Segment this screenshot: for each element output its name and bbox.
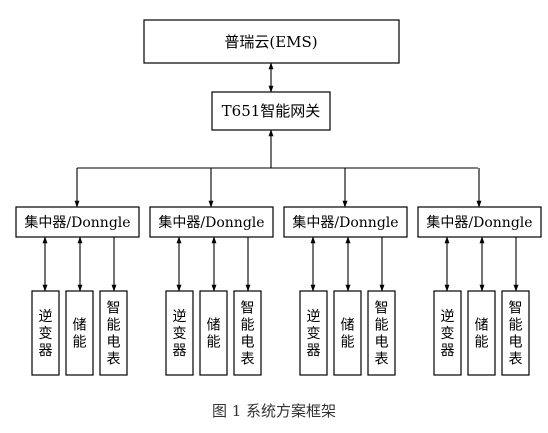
device-box	[31, 290, 60, 376]
device-box	[299, 290, 328, 376]
device-box	[99, 290, 128, 376]
device-label-char: 变	[441, 326, 455, 342]
collector-label: 集中器/Donngle	[292, 214, 398, 231]
device-label-char: 变	[173, 326, 187, 342]
collector-label: 集中器/Donngle	[426, 214, 532, 231]
device-box	[433, 290, 462, 376]
device-box	[501, 290, 530, 376]
device-label-char: 智	[509, 301, 523, 317]
device-label-char: 逆	[173, 309, 187, 325]
collector-label: 集中器/Donngle	[158, 214, 264, 231]
device-label-char: 能	[73, 335, 87, 351]
ems-cloud-box	[143, 19, 400, 64]
collector-box	[283, 206, 408, 238]
device-label-char: 电	[509, 335, 523, 351]
device-box	[333, 290, 362, 376]
device-label-char: 电	[107, 335, 121, 351]
device-label-char: 智	[375, 301, 389, 317]
device-label-char: 能	[107, 318, 121, 334]
device-label-char: 智	[107, 301, 121, 317]
gateway-label: T651智能网关	[222, 102, 321, 120]
ems-cloud-label: 普瑞云(EMS)	[224, 33, 317, 51]
collector-box	[149, 206, 274, 238]
device-label-char: 储	[475, 318, 489, 334]
device-label-char: 能	[241, 318, 255, 334]
device-label-char: 器	[307, 343, 321, 359]
device-box	[199, 290, 228, 376]
device-label-char: 能	[509, 318, 523, 334]
collector-box	[417, 206, 542, 238]
device-box	[165, 290, 194, 376]
device-label-char: 逆	[39, 309, 53, 325]
gateway-box	[211, 91, 331, 131]
device-label-char: 表	[375, 352, 389, 368]
device-label-char: 逆	[307, 309, 321, 325]
device-label-char: 储	[207, 318, 221, 334]
collector-box	[15, 206, 140, 238]
device-label-char: 变	[39, 326, 53, 342]
device-label-char: 器	[441, 343, 455, 359]
device-box	[367, 290, 396, 376]
device-label-char: 能	[475, 335, 489, 351]
device-label-char: 器	[173, 343, 187, 359]
device-label-char: 表	[241, 352, 255, 368]
device-box	[65, 290, 94, 376]
device-label-char: 电	[241, 335, 255, 351]
device-label-char: 能	[341, 335, 355, 351]
device-label-char: 能	[207, 335, 221, 351]
device-label-char: 表	[107, 352, 121, 368]
device-label-char: 储	[73, 318, 87, 334]
device-label-char: 表	[509, 352, 523, 368]
device-label-char: 智	[241, 301, 255, 317]
device-box	[233, 290, 262, 376]
collector-label: 集中器/Donngle	[24, 214, 130, 231]
device-label-char: 器	[39, 343, 53, 359]
device-label-char: 逆	[441, 309, 455, 325]
device-label-char: 能	[375, 318, 389, 334]
collector-groups: 集中器/Donngle逆变器储能智能电表集中器/Donngle逆变器储能智能电表…	[15, 168, 542, 376]
device-label-char: 储	[341, 318, 355, 334]
device-box	[467, 290, 496, 376]
figure-caption: 图 1 系统方案框架	[212, 402, 336, 420]
device-label-char: 变	[307, 326, 321, 342]
device-label-char: 电	[375, 335, 389, 351]
